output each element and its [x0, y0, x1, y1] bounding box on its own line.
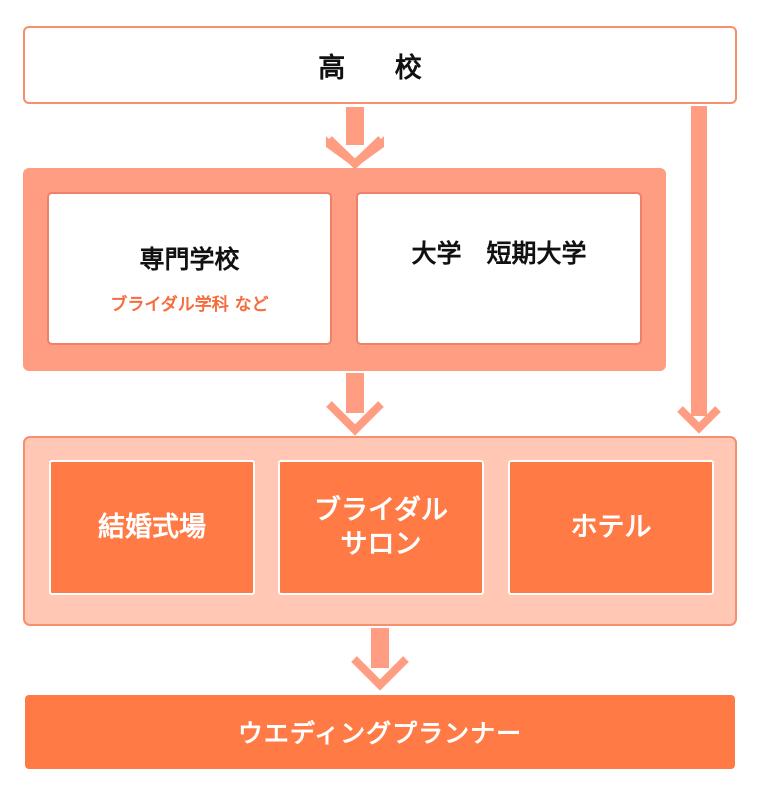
arrow-down-icon: [677, 106, 721, 434]
arrow-down-icon: [326, 373, 384, 436]
wedding-venue-card: 結婚式場: [49, 460, 255, 595]
hotel-card: ホテル: [508, 460, 714, 595]
vocational-school-subtitle: ブライダル学科 など: [110, 295, 269, 315]
hotel-label: ホテル: [570, 511, 652, 543]
bridal-salon-label-line1: ブライダル: [314, 494, 448, 526]
vocational-school-card: 専門学校 ブライダル学科 など: [47, 192, 332, 345]
wedding-planner-box: ウエディングプランナー: [25, 695, 735, 769]
bridal-salon-label-line2: サロン: [340, 528, 422, 560]
vocational-school-title: 専門学校: [139, 245, 240, 274]
arrow-down-icon: [351, 628, 409, 691]
workplace-group: 結婚式場 ブライダル サロン ホテル: [23, 436, 737, 626]
high-school-label: 高 校: [318, 52, 442, 84]
wedding-planner-label: ウエディングプランナー: [237, 719, 523, 748]
arrow-down-icon: [326, 107, 384, 170]
high-school-box: 高 校: [23, 26, 737, 104]
bridal-salon-card: ブライダル サロン: [278, 460, 484, 595]
university-card: 大学 短期大学: [356, 192, 642, 345]
school-group: 専門学校 ブライダル学科 など 大学 短期大学: [23, 168, 666, 371]
wedding-venue-label: 結婚式場: [98, 511, 206, 543]
university-title: 大学 短期大学: [411, 239, 587, 268]
